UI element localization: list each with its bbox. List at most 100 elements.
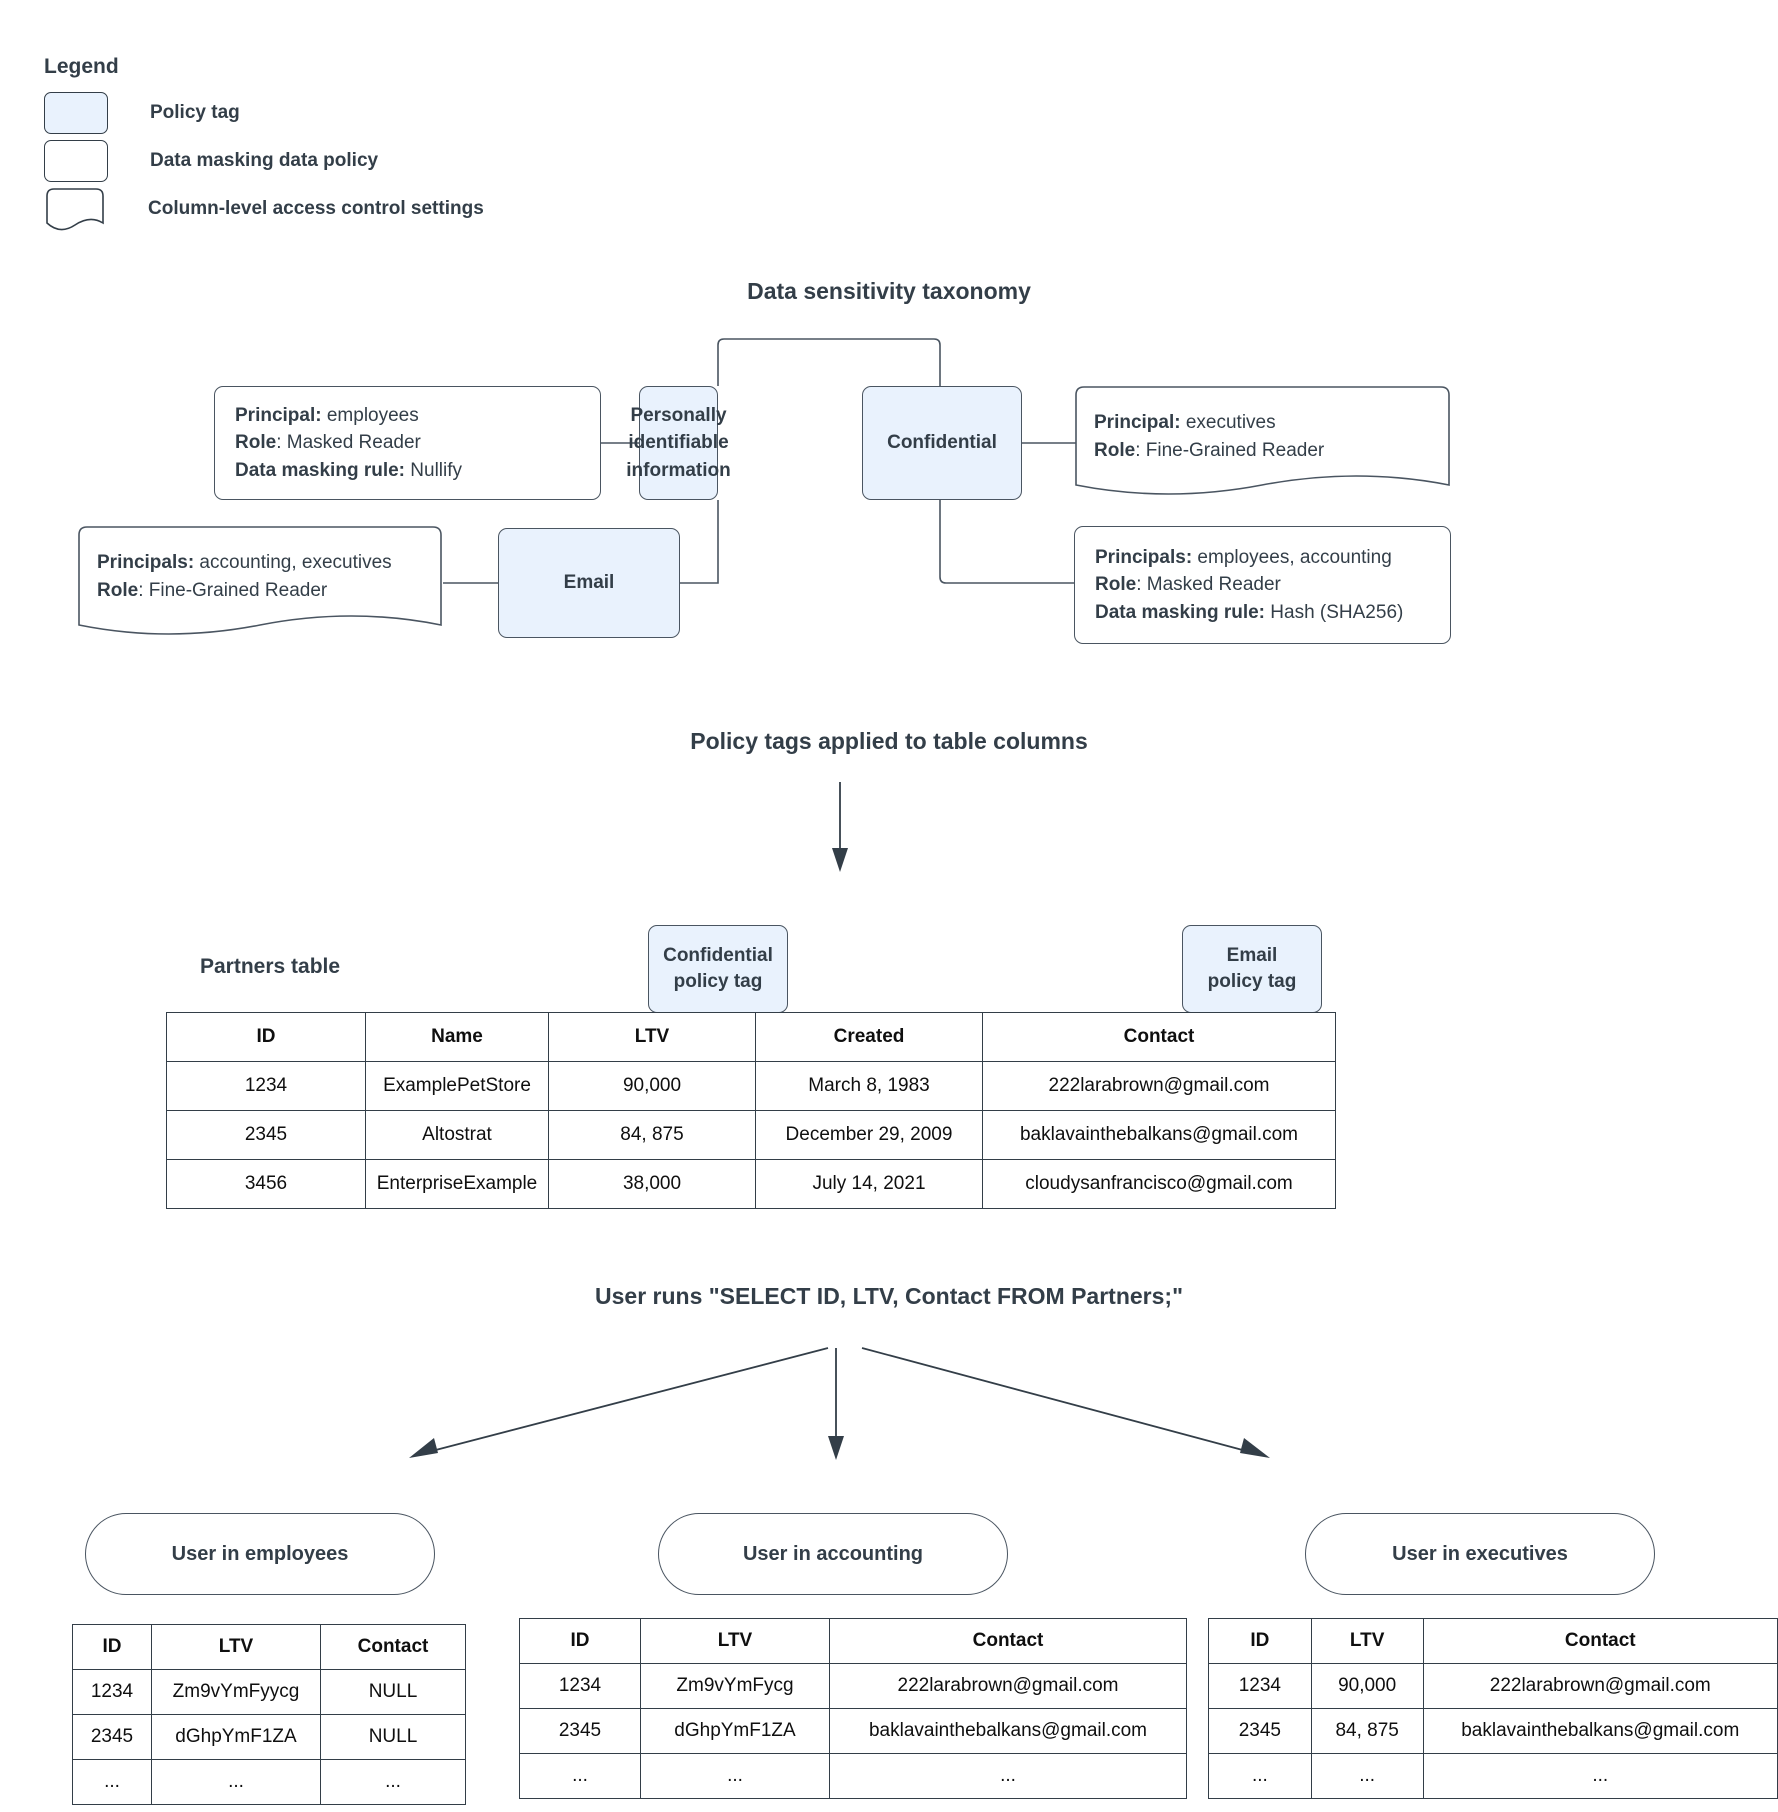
cell-contact: cloudysanfrancisco@gmail.com	[982, 1159, 1336, 1209]
cell-id: ...	[72, 1759, 152, 1805]
cell-created: December 29, 2009	[755, 1110, 983, 1160]
confidential-policy-principals-line: Principals: employees, accounting	[1095, 544, 1403, 572]
column-header-id: ID	[519, 1618, 641, 1664]
cell-contact: NULL	[320, 1669, 466, 1715]
cell-ltv: ...	[151, 1759, 321, 1805]
policy-tag-pii[interactable]: Personally identifiable information	[626, 386, 731, 500]
cell-contact: 222larabrown@gmail.com	[982, 1061, 1336, 1111]
pii-policy-rule-line: Data masking rule: Nullify	[235, 457, 462, 485]
email-policy-tag-line1: Email	[1226, 945, 1278, 967]
confidential-policy-principals-label: Principals:	[1095, 546, 1193, 568]
cell-contact: baklavainthebalkans@gmail.com	[982, 1110, 1336, 1160]
policy-tag-confidential-label: Confidential	[887, 432, 997, 454]
email-acl-role-label: Role	[97, 579, 139, 601]
cell-ltv: 90,000	[548, 1061, 756, 1111]
cell-contact: ...	[829, 1753, 1187, 1799]
cell-id: 1234	[72, 1669, 152, 1715]
column-level-access-control-swatch-icon	[44, 187, 106, 231]
confidential-policy-principals-value: employees, accounting	[1192, 546, 1392, 568]
arrow-head-left	[409, 1438, 438, 1458]
pii-policy-role-label: Role	[235, 432, 277, 454]
applied-heading: Policy tags applied to table columns	[690, 728, 1088, 754]
result-table-accounting: ID LTV Contact 1234 Zm9vYmFycg 222larabr…	[519, 1618, 1187, 1799]
policy-tag-confidential[interactable]: Confidential	[862, 386, 1022, 500]
confidential-policy-role-value: : Masked Reader	[1136, 574, 1281, 596]
confidential-acl-principal-line: Principal: executives	[1094, 409, 1324, 437]
table-row: ... ... ...	[519, 1753, 1187, 1799]
cell-ltv: 90,000	[1310, 1663, 1424, 1709]
policy-tag-pii-label: Personally identifiable information	[626, 404, 731, 481]
column-header-id: ID	[72, 1624, 152, 1670]
confidential-acl-principal-label: Principal:	[1094, 412, 1181, 433]
cell-contact: NULL	[320, 1714, 466, 1760]
confidential-policy-tag-line2: policy tag	[673, 971, 763, 992]
cell-contact: baklavainthebalkans@gmail.com	[1422, 1708, 1778, 1754]
cell-ltv: 84, 875	[548, 1110, 756, 1160]
data-masking-policy-confidential[interactable]: Principals: employees, accounting Role: …	[1074, 526, 1451, 644]
legend-title: Legend	[44, 55, 119, 78]
email-acl-principals-label: Principals:	[97, 552, 195, 573]
email-acl-principals-line: Principals: accounting, executives	[97, 549, 392, 577]
arrow-head-down-2	[828, 1436, 844, 1460]
email-policy-tag-callout[interactable]: Email policy tag	[1182, 925, 1322, 1013]
column-header-ltv: LTV	[548, 1012, 756, 1062]
partners-table-label: Partners table	[200, 955, 341, 978]
email-acl-role-line: Role: Fine-Grained Reader	[97, 577, 392, 605]
persona-employees-label: User in employees	[171, 1542, 349, 1565]
arrow-head-right	[1240, 1438, 1270, 1458]
column-level-access-control-confidential[interactable]: Principal: executives Role: Fine-Grained…	[1074, 385, 1451, 507]
confidential-acl-principal-value: executives	[1180, 412, 1276, 433]
data-masking-policy-pii[interactable]: Principal: employees Role: Masked Reader…	[214, 386, 601, 500]
persona-accounting-label: User in accounting	[742, 1542, 924, 1565]
cell-contact: 222larabrown@gmail.com	[1422, 1663, 1778, 1709]
pii-policy-principal-label: Principal:	[235, 404, 322, 426]
cell-ltv: 38,000	[548, 1159, 756, 1209]
confidential-acl-role-label: Role	[1094, 439, 1136, 461]
email-acl-text: Principals: accounting, executives Role:…	[97, 549, 392, 604]
taxonomy-heading: Data sensitivity taxonomy	[747, 278, 1031, 304]
legend-item-column-level-access-control: Column-level access control settings	[44, 185, 644, 233]
table-row: 2345 dGhpYmF1ZA baklavainthebalkans@gmai…	[519, 1708, 1187, 1754]
data-masking-policy-swatch-icon	[44, 140, 108, 182]
cell-id: 2345	[72, 1714, 152, 1760]
cell-ltv: dGhpYmF1ZA	[640, 1708, 830, 1754]
confidential-acl-text: Principal: executives Role: Fine-Grained…	[1094, 409, 1324, 464]
cell-id: ...	[519, 1753, 641, 1799]
cell-ltv: dGhpYmF1ZA	[151, 1714, 321, 1760]
table-row: 1234 Zm9vYmFyycg NULL	[72, 1669, 466, 1715]
legend-item-label: Policy tag	[150, 102, 240, 123]
persona-executives: User in executives	[1305, 1513, 1655, 1595]
email-policy-tag-line2: policy tag	[1207, 971, 1297, 992]
cell-id: 2345	[519, 1708, 641, 1754]
table-row: 1234 Zm9vYmFycg 222larabrown@gmail.com	[519, 1663, 1187, 1709]
persona-executives-label: User in executives	[1392, 1542, 1568, 1565]
query-heading: User runs "SELECT ID, LTV, Contact FROM …	[595, 1283, 1183, 1309]
pii-policy-role-line: Role: Masked Reader	[235, 429, 462, 457]
cell-created: March 8, 1983	[755, 1061, 983, 1111]
confidential-acl-role-line: Role: Fine-Grained Reader	[1094, 437, 1324, 465]
cell-ltv: Zm9vYmFyycg	[151, 1669, 321, 1715]
table-row: ... ... ...	[72, 1759, 466, 1805]
cell-id: 2345	[166, 1110, 366, 1160]
column-header-contact: Contact	[982, 1012, 1336, 1062]
policy-tag-email[interactable]: Email	[498, 528, 680, 638]
cell-id: 1234	[166, 1061, 366, 1111]
cell-id: ...	[1208, 1753, 1312, 1799]
cell-name: Altostrat	[365, 1110, 549, 1160]
email-acl-role-value: : Fine-Grained Reader	[138, 579, 328, 601]
partners-table: ID Name LTV Created Contact 1234 Example…	[166, 1012, 1336, 1209]
legend-item-data-masking-policy: Data masking data policy	[44, 137, 644, 185]
confidential-policy-rule-line: Data masking rule: Hash (SHA256)	[1095, 599, 1403, 627]
column-header-ltv: LTV	[1310, 1618, 1424, 1664]
cell-id: 1234	[519, 1663, 641, 1709]
cell-id: 2345	[1208, 1708, 1312, 1754]
table-row: ... ... ...	[1208, 1753, 1778, 1799]
confidential-policy-tag-callout[interactable]: Confidential policy tag	[648, 925, 788, 1013]
cell-ltv: ...	[1310, 1753, 1424, 1799]
cell-ltv: 84, 875	[1310, 1708, 1424, 1754]
persona-accounting: User in accounting	[658, 1513, 1008, 1595]
pii-policy-principal-value: employees	[321, 404, 419, 426]
confidential-policy-role-line: Role: Masked Reader	[1095, 571, 1403, 599]
column-level-access-control-email[interactable]: Principals: accounting, executives Role:…	[77, 525, 443, 647]
table-row: 2345 84, 875 baklavainthebalkans@gmail.c…	[1208, 1708, 1778, 1754]
